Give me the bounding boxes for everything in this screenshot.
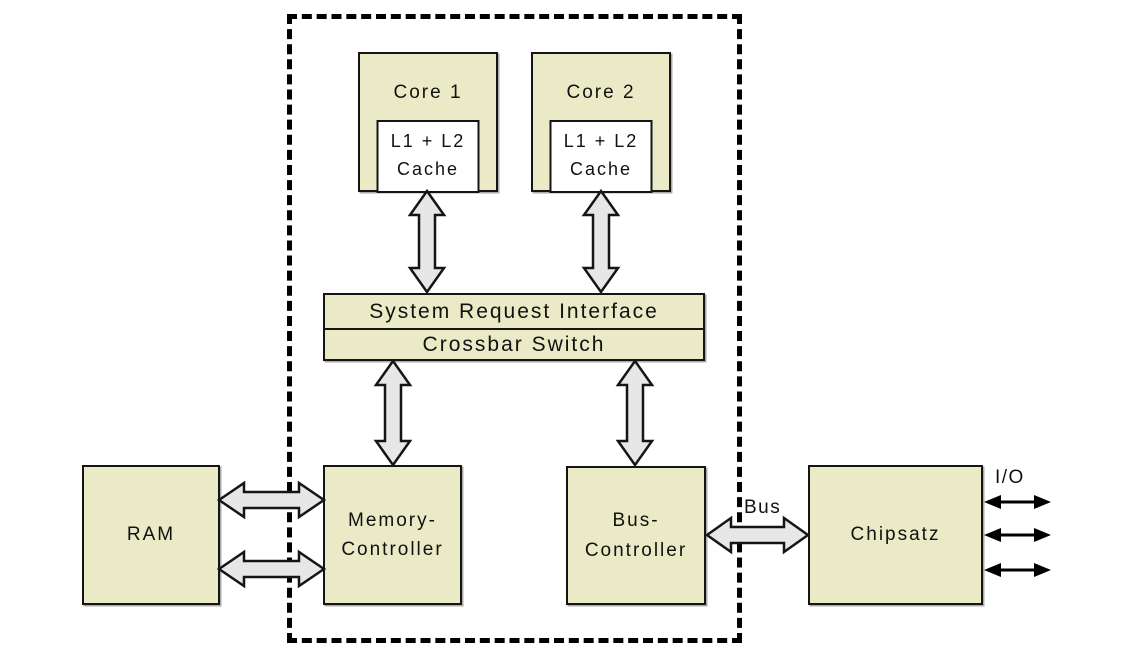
- io-arrow-1: [984, 495, 1051, 509]
- io-arrow-1-left-head: [984, 495, 1001, 509]
- core2-cache-line1: L1 + L2: [563, 131, 639, 152]
- core1-box: Core 1 L1 + L2 Cache: [358, 52, 498, 193]
- core1-cache-line1: L1 + L2: [390, 131, 466, 152]
- bus-controller-line1: Bus-: [612, 510, 660, 532]
- system-request-interface-box: System Request Interface: [325, 295, 703, 330]
- core2-cache-box: L1 + L2 Cache: [549, 119, 653, 193]
- io-arrow-2: [984, 528, 1051, 542]
- core1-cache-box: L1 + L2 Cache: [376, 119, 480, 193]
- chipsatz-box: Chipsatz: [808, 465, 983, 605]
- io-edge-label: I/O: [995, 467, 1025, 488]
- core1-label: Core 1: [393, 82, 463, 103]
- memory-controller-box: Memory- Controller: [323, 465, 462, 605]
- io-arrow-2-right-head: [1034, 528, 1051, 542]
- io-arrow-1-right-head: [1034, 495, 1051, 509]
- core2-label: Core 2: [566, 82, 636, 103]
- core2-cache-line2: Cache: [569, 159, 633, 179]
- memory-controller-line2: Controller: [341, 539, 444, 560]
- io-arrow-2-left-head: [984, 528, 1001, 542]
- memory-controller-line1: Memory-: [348, 509, 437, 531]
- core1-cache-line2: Cache: [396, 159, 460, 179]
- dashed-cpu-package-boundary: [287, 14, 742, 643]
- bus-controller-box: Bus- Controller: [566, 466, 706, 605]
- crossbar-switch-box: Crossbar Switch: [422, 332, 606, 356]
- sri-crossbar-stack: System Request Interface Crossbar Switch: [323, 293, 705, 361]
- io-arrow-3-left-head: [984, 563, 1001, 577]
- ram-box: RAM: [82, 465, 220, 605]
- bus-edge-label: Bus: [744, 497, 782, 518]
- bus-controller-line2: Controller: [584, 539, 688, 561]
- io-arrow-3: [984, 563, 1051, 577]
- ram-label: RAM: [126, 524, 176, 546]
- chipsatz-label: Chipsatz: [850, 524, 941, 546]
- core2-box: Core 2 L1 + L2 Cache: [531, 52, 671, 193]
- io-arrow-3-right-head: [1034, 563, 1051, 577]
